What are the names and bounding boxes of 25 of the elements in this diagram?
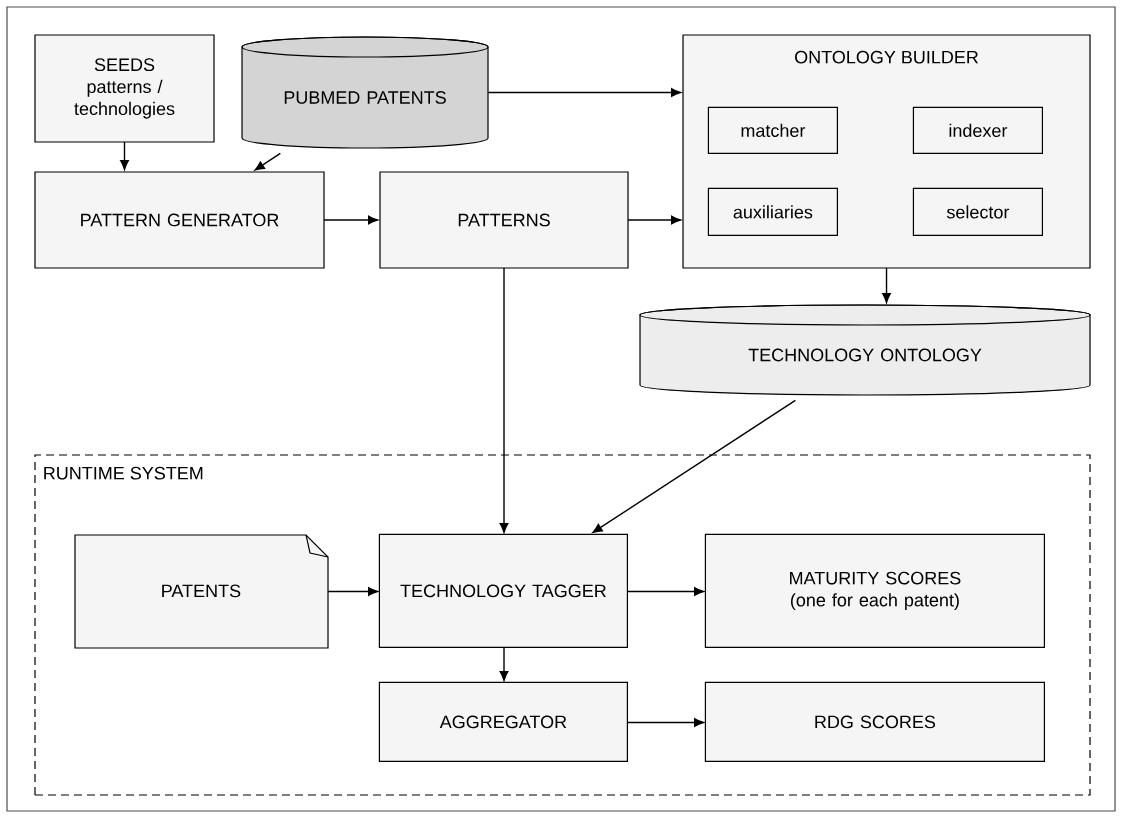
arrow (592, 399, 797, 534)
process-box: PATTERN GENERATOR (34, 171, 325, 269)
process-box: indexer (912, 106, 1043, 154)
process-box: RDG SCORES (704, 681, 1045, 762)
arrow (120, 141, 129, 171)
process-box: auxiliaries (707, 187, 838, 236)
arrow (323, 215, 379, 225)
process-box: AGGREGATOR (378, 681, 628, 762)
arrow (327, 587, 379, 596)
process-box: SEEDS patterns / technologies (34, 34, 215, 143)
process-box: PATTERNS (379, 171, 629, 269)
arrow (499, 647, 509, 682)
database-cylinder: PUBMED PATENTS (241, 36, 489, 149)
process-box: matcher (707, 106, 838, 154)
database-cylinder: TECHNOLOGY ONTOLOGY (639, 304, 1091, 396)
arrow (627, 587, 705, 596)
arrow (882, 267, 891, 304)
process-box: selector (912, 187, 1043, 236)
arrow (254, 152, 282, 171)
arrow (487, 88, 682, 97)
arrow (627, 718, 705, 727)
process-box: MATURITY SCORES (one for each patent) (704, 533, 1045, 648)
process-box: TECHNOLOGY TAGGER (378, 533, 628, 648)
arrow (627, 215, 682, 225)
arrow (499, 267, 509, 534)
